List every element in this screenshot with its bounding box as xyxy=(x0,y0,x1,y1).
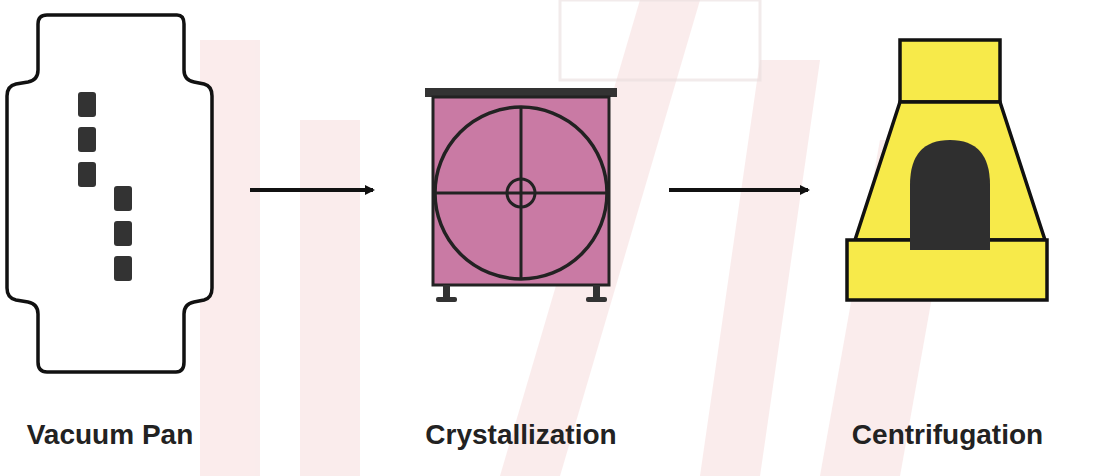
step-label: Centrifugation xyxy=(852,418,1043,452)
step-label: Vacuum Pan xyxy=(27,418,194,452)
flow-arrow xyxy=(250,188,373,192)
step-label: Crystallization xyxy=(425,418,616,452)
flow-arrow xyxy=(669,188,808,192)
equipment-icon xyxy=(405,0,637,380)
equipment-icon xyxy=(2,0,218,380)
crystallizer-node: Crystallization xyxy=(405,0,637,470)
equipment-icon xyxy=(840,0,1055,380)
vacuum-pan-node: Vacuum Pan xyxy=(2,0,218,470)
centrifuge-node: Centrifugation xyxy=(840,0,1055,470)
